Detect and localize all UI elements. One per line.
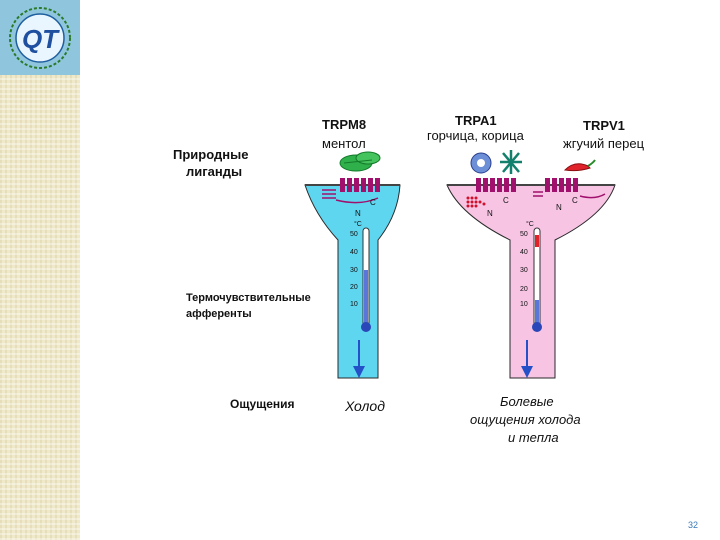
cold-thermometer: °C 50 40 30 20 10 xyxy=(350,220,371,332)
pain-thermo-unit: °C xyxy=(526,220,534,228)
pain-tick-10: 10 xyxy=(520,301,528,308)
cold-outcome: Холод xyxy=(345,398,385,414)
trpa1-c-terminus: C xyxy=(503,196,509,205)
trpv1-ligand: жгучий перец xyxy=(563,136,645,151)
cinnamon-icon xyxy=(500,150,522,174)
pain-tick-40: 40 xyxy=(520,249,528,256)
decorative-sidebar xyxy=(0,0,80,540)
chili-pepper-icon xyxy=(563,159,596,172)
trpv1-name: TRPV1 xyxy=(583,118,625,133)
trpm8-ligand: ментол xyxy=(322,136,366,151)
trpm8-name: TRPM8 xyxy=(322,117,367,132)
natural-ligands-label-2: лиганды xyxy=(186,164,243,179)
logo-text: QT xyxy=(22,24,60,54)
cold-tick-40: 40 xyxy=(350,249,358,256)
pain-tick-30: 30 xyxy=(520,267,528,274)
pain-tick-50: 50 xyxy=(520,231,528,238)
trpm8-channel xyxy=(322,178,380,204)
trpa1-channel xyxy=(466,178,516,208)
trpa1-n-terminus: N xyxy=(487,209,493,218)
trpv1-c-terminus: C xyxy=(572,196,578,205)
cold-neuron xyxy=(304,184,401,379)
cold-tick-30: 30 xyxy=(350,267,358,274)
sensations-label: Ощущения xyxy=(230,397,295,411)
mint-leaf-icon xyxy=(339,151,381,172)
trpa1-ligand: горчица, корица xyxy=(427,128,524,143)
pain-outcome-line-3: и тепла xyxy=(508,430,559,445)
trpm8-n-terminus: N xyxy=(355,209,361,218)
natural-ligands-label-1: Природные xyxy=(173,147,249,162)
cold-tick-20: 20 xyxy=(350,284,358,291)
mustard-icon xyxy=(470,152,492,174)
page-number: 32 xyxy=(688,520,699,530)
pain-tick-20: 20 xyxy=(520,286,528,293)
cold-tick-50: 50 xyxy=(350,231,358,238)
pain-outcome-line-2: ощущения холода xyxy=(470,412,581,427)
afferents-label-2: афференты xyxy=(186,308,252,320)
trpv1-channel xyxy=(533,178,606,199)
trpv1-n-terminus: N xyxy=(556,203,562,212)
trpa1-name: TRPA1 xyxy=(455,113,497,128)
logo: QT xyxy=(0,0,80,75)
cold-tick-10: 10 xyxy=(350,301,358,308)
pain-neuron xyxy=(446,184,616,379)
pain-outcome-line-1: Болевые xyxy=(500,394,554,409)
pain-thermometer: °C 50 40 30 20 10 xyxy=(520,220,542,332)
trpm8-c-terminus: C xyxy=(370,198,376,207)
afferents-label-1: Термочувствительные xyxy=(186,292,311,304)
cold-thermo-unit: °C xyxy=(354,220,362,228)
